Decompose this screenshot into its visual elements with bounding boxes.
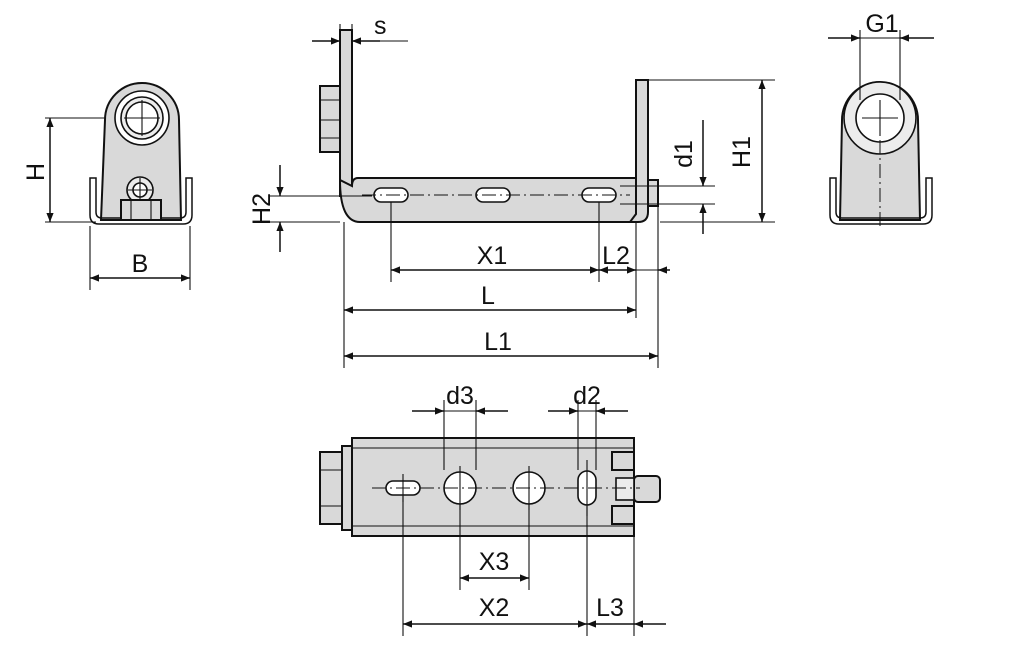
side-view-bracket-left-upright xyxy=(339,29,353,197)
label-G1: G1 xyxy=(865,10,898,38)
label-L: L xyxy=(481,282,495,310)
end-view-left xyxy=(45,82,193,290)
label-X3: X3 xyxy=(479,548,510,576)
label-s: s xyxy=(374,12,387,40)
label-H: H xyxy=(22,163,50,181)
end-view-left-bracket xyxy=(89,177,193,225)
top-view-nut xyxy=(319,451,343,525)
top-view xyxy=(319,400,666,636)
side-view-stud xyxy=(647,179,659,207)
label-B: B xyxy=(132,250,149,278)
label-d2: d2 xyxy=(573,382,601,410)
label-L3: L3 xyxy=(596,594,624,622)
end-view-right xyxy=(828,30,934,226)
top-view-tab-lower xyxy=(611,505,635,525)
label-d3: d3 xyxy=(446,382,474,410)
label-H2: H2 xyxy=(248,193,276,225)
label-X1: X1 xyxy=(477,242,508,270)
label-H1: H1 xyxy=(728,136,756,168)
end-view-left-crosshair xyxy=(124,100,160,136)
top-view-tab-upper xyxy=(611,451,635,471)
end-view-right-bracket xyxy=(829,177,933,225)
side-view xyxy=(270,24,775,368)
side-view-nut xyxy=(319,85,341,153)
label-X2: X2 xyxy=(479,594,510,622)
label-L2: L2 xyxy=(602,242,630,270)
label-d1: d1 xyxy=(670,140,698,168)
top-view-stud xyxy=(633,475,661,503)
label-L1: L1 xyxy=(484,328,512,356)
end-view-left-screw-cross xyxy=(128,178,152,202)
end-view-left-nut xyxy=(120,199,162,221)
